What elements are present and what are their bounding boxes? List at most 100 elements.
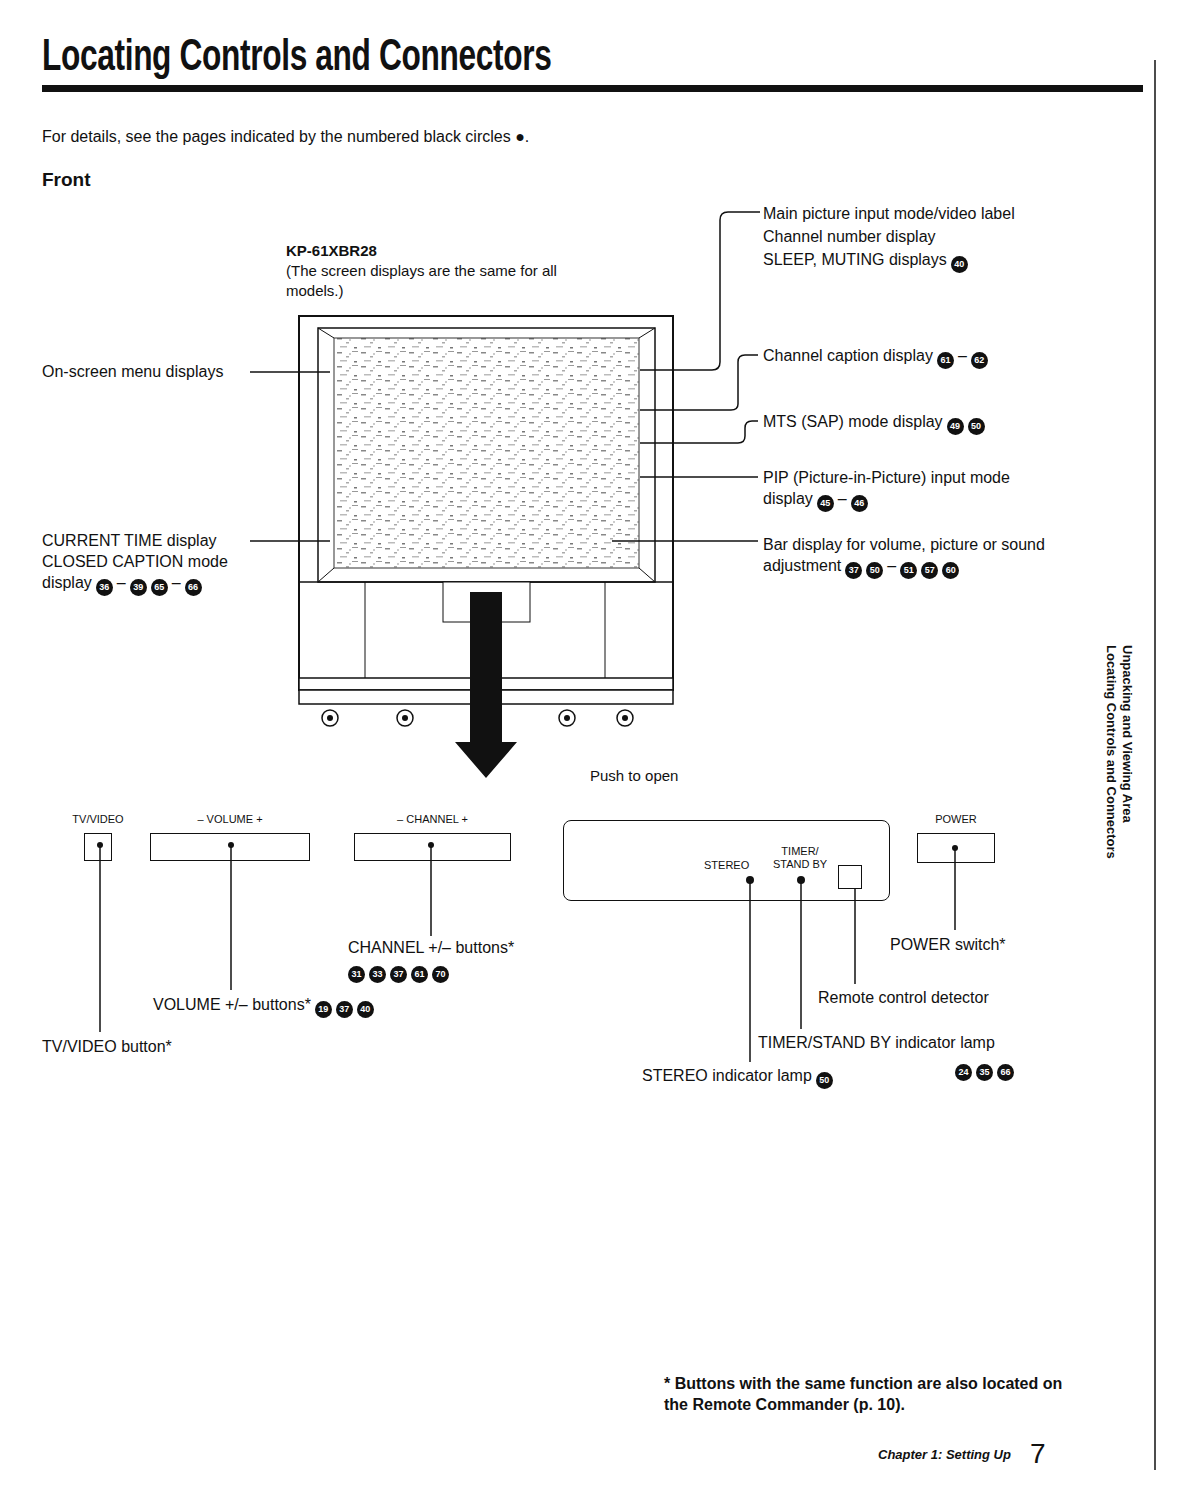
panel-label: STEREO bbox=[704, 859, 749, 871]
callout-number: 66 bbox=[997, 1064, 1014, 1081]
part-label: – bbox=[887, 557, 896, 574]
label-row: 243566 bbox=[955, 1057, 1055, 1081]
label-row: (The screen displays are the same for al… bbox=[286, 261, 586, 301]
part-label: – bbox=[838, 490, 847, 507]
control-button: POWER bbox=[917, 833, 995, 863]
part-label: Push to open bbox=[590, 767, 678, 784]
label-row: Main picture input mode/video label bbox=[763, 203, 1063, 224]
part-label: KP-61XBR28 bbox=[286, 242, 377, 259]
label-row: CURRENT TIME display bbox=[42, 530, 252, 551]
part-label: (The screen displays are the same for al… bbox=[286, 262, 557, 299]
callout-number: 24 bbox=[955, 1064, 972, 1081]
label-row: Push to open bbox=[590, 766, 740, 786]
tab-text: Unpacking and Viewing Area bbox=[1119, 645, 1135, 859]
callout-number: 19 bbox=[315, 1001, 332, 1018]
callout-number: 40 bbox=[951, 256, 968, 273]
callout-number: 46 bbox=[851, 495, 868, 512]
callout-number: 37 bbox=[390, 966, 407, 983]
label-row: * Buttons with the same function are als… bbox=[664, 1373, 1074, 1415]
side-tab: Unpacking and Viewing AreaLocating Contr… bbox=[1103, 645, 1135, 859]
part-label: 7 bbox=[1030, 1438, 1046, 1469]
part-label: – bbox=[958, 347, 967, 364]
page-title: Locating Controls and Connectors bbox=[42, 30, 551, 80]
label-row: CHANNEL +/– buttons* bbox=[348, 937, 608, 958]
label-row: For details, see the pages indicated by … bbox=[42, 126, 802, 147]
remote-detector-window bbox=[838, 865, 862, 889]
part-label: Chapter 1: Setting Up bbox=[878, 1447, 1011, 1462]
callout-number: 39 bbox=[130, 579, 147, 596]
button-heading: TV/VIDEO bbox=[72, 813, 123, 825]
label-row: PIP (Picture-in-Picture) input mode disp… bbox=[763, 467, 1058, 512]
label-row: Channel number display bbox=[763, 226, 1063, 247]
label-row: TV/VIDEO button* bbox=[42, 1036, 242, 1057]
callout-number: 51 bbox=[900, 562, 917, 579]
callout-number: 33 bbox=[369, 966, 386, 983]
part-label: Channel caption display bbox=[763, 347, 933, 364]
callout-number: 40 bbox=[357, 1001, 374, 1018]
callout-number: 35 bbox=[976, 1064, 993, 1081]
label-row: On-screen menu displays bbox=[42, 361, 252, 382]
label-row: TIMER/STAND BY indicator lamp bbox=[758, 1032, 1058, 1053]
indicator-panel: STEREO TIMER/ STAND BY bbox=[563, 820, 890, 901]
part-label: TIMER/STAND BY indicator lamp bbox=[758, 1034, 995, 1051]
part-label: Main picture input mode/video label bbox=[763, 205, 1015, 222]
callout-number: 70 bbox=[432, 966, 449, 983]
part-label: – bbox=[117, 574, 126, 591]
callout-number: 57 bbox=[921, 562, 938, 579]
callout-number: 36 bbox=[96, 579, 113, 596]
part-label: – bbox=[172, 574, 181, 591]
callout-number: 49 bbox=[947, 418, 964, 435]
control-button: – CHANNEL + bbox=[354, 833, 511, 861]
callout-number: 60 bbox=[942, 562, 959, 579]
button-heading: – VOLUME + bbox=[197, 813, 262, 825]
part-label: SLEEP, MUTING displays bbox=[763, 251, 947, 268]
label-row: 7 bbox=[1030, 1436, 1070, 1472]
part-label: CURRENT TIME display bbox=[42, 532, 217, 549]
control-button: TV/VIDEO bbox=[84, 833, 112, 861]
callout-number: 62 bbox=[971, 352, 988, 369]
label-row: VOLUME +/– buttons*193740 bbox=[153, 994, 483, 1018]
part-label: STEREO indicator lamp bbox=[642, 1067, 812, 1084]
part-label: Remote control detector bbox=[818, 989, 989, 1006]
label-row: SLEEP, MUTING displays40 bbox=[763, 249, 1063, 273]
part-label: CHANNEL +/– buttons* bbox=[348, 939, 514, 956]
panel-label: TIMER/ STAND BY bbox=[768, 845, 832, 871]
label-row: STEREO indicator lamp50 bbox=[642, 1065, 902, 1089]
label-row: Chapter 1: Setting Up bbox=[878, 1446, 1038, 1463]
tab-text: Locating Controls and Connectors bbox=[1103, 645, 1119, 859]
label-row: Remote control detector bbox=[818, 987, 1058, 1008]
part-label: Channel number display bbox=[763, 228, 936, 245]
callout-number: 61 bbox=[937, 352, 954, 369]
label-row: Channel caption display61–62 bbox=[763, 345, 1063, 369]
callout-number: 66 bbox=[185, 579, 202, 596]
button-heading: – CHANNEL + bbox=[397, 813, 468, 825]
label-row: POWER switch* bbox=[890, 934, 1040, 955]
part-label: VOLUME +/– buttons* bbox=[153, 996, 311, 1013]
button-heading: POWER bbox=[935, 813, 977, 825]
part-label: PIP (Picture-in-Picture) input mode disp… bbox=[763, 469, 1010, 507]
label-row: CLOSED CAPTION mode display36–3965–66 bbox=[42, 551, 262, 596]
callout-number: 37 bbox=[336, 1001, 353, 1018]
callout-number: 65 bbox=[151, 579, 168, 596]
label-row: KP-61XBR28 bbox=[286, 241, 586, 261]
part-label: TV/VIDEO button* bbox=[42, 1038, 172, 1055]
part-label: On-screen menu displays bbox=[42, 363, 223, 380]
label-row: 3133376170 bbox=[348, 959, 548, 983]
callout-number: 50 bbox=[968, 418, 985, 435]
label-row: Bar display for volume, picture or sound… bbox=[763, 534, 1053, 579]
label-row: Front bbox=[42, 167, 242, 192]
part-label: * Buttons with the same function are als… bbox=[664, 1375, 1062, 1413]
callout-number: 31 bbox=[348, 966, 365, 983]
part-label: POWER switch* bbox=[890, 936, 1006, 953]
callout-number: 50 bbox=[816, 1072, 833, 1089]
callout-number: 37 bbox=[845, 562, 862, 579]
callout-number: 50 bbox=[866, 562, 883, 579]
part-label: Front bbox=[42, 169, 91, 190]
part-label: MTS (SAP) mode display bbox=[763, 413, 943, 430]
label-row: MTS (SAP) mode display4950 bbox=[763, 411, 1063, 435]
callout-number: 61 bbox=[411, 966, 428, 983]
part-label: For details, see the pages indicated by … bbox=[42, 128, 529, 145]
control-button: – VOLUME + bbox=[150, 833, 310, 861]
callout-number: 45 bbox=[817, 495, 834, 512]
